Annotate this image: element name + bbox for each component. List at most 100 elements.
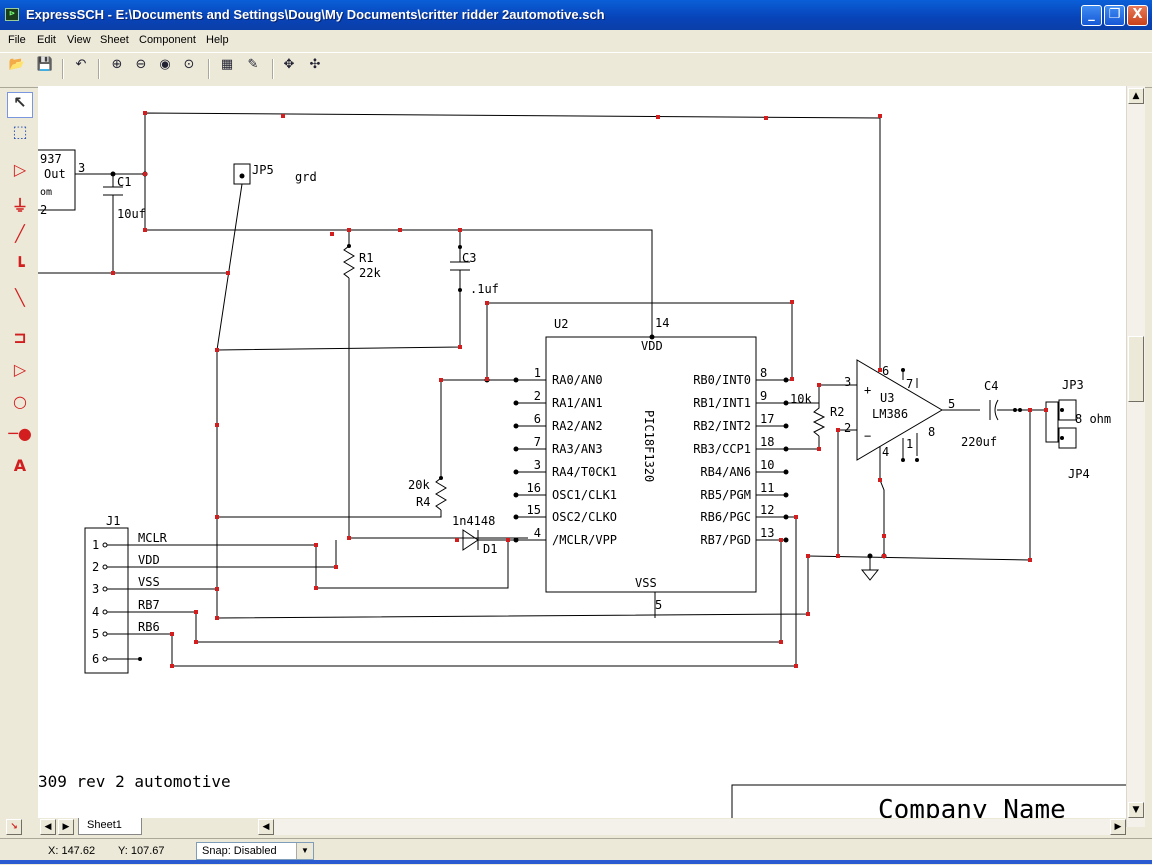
wire [216,270,461,351]
maximize-button[interactable]: ❐ [1104,5,1125,26]
u2-pin-name: RB0/INT0 [693,373,751,387]
partial-part-frag2: 2 [40,203,47,217]
port-icon[interactable]: ⊐ [13,328,27,347]
menu-view[interactable]: View [67,34,91,46]
u2-pin-number: 7 [534,435,541,449]
select-arrow-icon[interactable]: ↖ [7,92,33,118]
u2-pin-number: 15 [527,503,541,517]
u2-vdd-pin: 14 [655,316,669,330]
zoom-box-icon[interactable]: ⬚ [12,122,28,141]
next-sheet-icon[interactable]: ▶ [58,819,74,835]
u2-pin-number: 10 [760,458,774,472]
wire [486,302,793,381]
partial-part-ref: 937 [40,152,62,166]
app-icon: ⊳ [5,8,19,21]
u2-pin-name: RB4/AN6 [700,465,751,479]
connect-icon[interactable]: ↘ [6,819,22,835]
undo-icon[interactable]: ↶ [75,57,87,72]
jp5-label: grd [295,170,317,184]
jp4-ref: JP4 [1068,467,1090,481]
u3-ref: U3 [880,391,894,405]
prev-sheet-icon[interactable]: ◀ [40,819,56,835]
horizontal-scrollbar[interactable]: ◀ ▶ [258,819,1126,835]
u2-pin-number: 2 [534,389,541,403]
close-button[interactable]: X [1127,5,1148,26]
toolbar-separator [62,59,64,79]
jp3-body [1058,399,1077,421]
u2-pin-name: /MCLR/VPP [552,533,617,547]
ground-icon[interactable]: ⏚ [11,196,28,215]
buffer-icon[interactable]: ▷ [13,360,27,379]
d1-ref: D1 [483,542,497,556]
u2-pin-name: RB6/PGC [700,510,751,524]
scroll-up-icon[interactable]: ▲ [1128,88,1144,104]
wire-rb7 [140,539,786,643]
edit-part-icon[interactable]: ✎ [247,57,259,72]
u2-pin-number: 1 [534,366,541,380]
menu-sheet[interactable]: Sheet [100,34,129,46]
jp3-value: 8 ohm [1075,412,1111,426]
save-icon[interactable]: 💾 [36,57,54,72]
u2-pin-name: RB1/INT1 [693,396,751,410]
r1-ref: R1 [359,251,373,265]
window-title: ExpressSCH - E:\Documents and Settings\D… [26,7,605,22]
u3-pin5: 5 [948,397,955,411]
wire [786,384,857,404]
cursor-x-readout: X: 147.62 [48,845,96,857]
sheet-title-note: 309 rev 2 automotive [38,772,231,791]
c4-curved-plate [994,399,999,421]
vertical-scroll-thumb[interactable] [1128,336,1144,402]
u3-pin8: 8 [928,425,935,439]
jp-speaker-block [1045,401,1059,443]
schematic-canvas[interactable]: 937 Out 3 om 2 C1 10uf JP5 grd R1 22k C3… [38,86,1126,818]
partial-part-frag: om [40,187,52,198]
wire [348,278,528,539]
wire-icon[interactable]: ╱ [15,224,25,243]
zoom-in-icon[interactable]: ⊕ [111,57,123,72]
tab-sheet1[interactable]: Sheet1 [78,818,142,835]
scroll-left-icon[interactable]: ◀ [258,819,274,835]
properties-icon[interactable]: ▦ [220,57,234,72]
menu-help[interactable]: Help [206,34,229,46]
menu-edit[interactable]: Edit [37,34,56,46]
j1-pin-number: 5 [92,627,99,641]
net-icon[interactable]: ╲ [15,288,25,307]
snap-select-value: Snap: Disabled [202,845,277,857]
move-icon[interactable]: ✥ [283,57,295,72]
j1-pin-number: 2 [92,560,99,574]
menu-file[interactable]: File [8,34,26,46]
chevron-down-icon[interactable]: ▼ [296,843,313,859]
toolbar-separator [208,59,210,79]
zoom-out-icon[interactable]: ⊖ [135,57,147,72]
scroll-right-icon[interactable]: ▶ [1110,819,1126,835]
c3-value: .1uf [470,282,499,296]
ground-symbol [860,569,880,581]
bus-icon[interactable]: ┗ [15,256,25,275]
wire [837,429,857,556]
circle-icon[interactable]: ○ [13,392,27,411]
zoom-window-icon[interactable]: ◉ [159,57,171,72]
snap-select[interactable]: Snap: Disabled ▼ [196,842,314,860]
u2-vdd: VDD [641,339,663,353]
zoom-fit-icon[interactable]: ⊙ [183,57,195,72]
j1-pin-label: VSS [138,575,160,589]
u2-pin-number: 6 [534,412,541,426]
j1-pin-label: RB7 [138,598,160,612]
auto-route-icon[interactable]: ✣ [309,57,321,72]
pin-icon[interactable]: ─● [8,424,32,443]
open-icon[interactable]: 📂 [8,57,26,72]
vertical-scrollbar[interactable]: ▲ ▼ [1126,86,1145,827]
wire [879,446,885,556]
minimize-button[interactable]: _ [1081,5,1102,26]
u2-pin-name: OSC1/CLK1 [552,488,617,502]
r4-value: 20k [408,478,430,492]
u2-pin-name: RA4/T0CK1 [552,465,617,479]
u2-pin-name: RA3/AN3 [552,442,603,456]
schematic-drawing[interactable]: 937 Out 3 om 2 C1 10uf JP5 grd R1 22k C3… [38,86,1126,818]
wire-endpoints [111,111,1048,668]
component-icon[interactable]: ▷ [13,160,27,179]
r2-value: 10k [790,392,812,406]
scroll-down-icon[interactable]: ▼ [1128,802,1144,818]
menu-component[interactable]: Component [139,34,196,46]
text-icon[interactable]: A [13,456,27,475]
